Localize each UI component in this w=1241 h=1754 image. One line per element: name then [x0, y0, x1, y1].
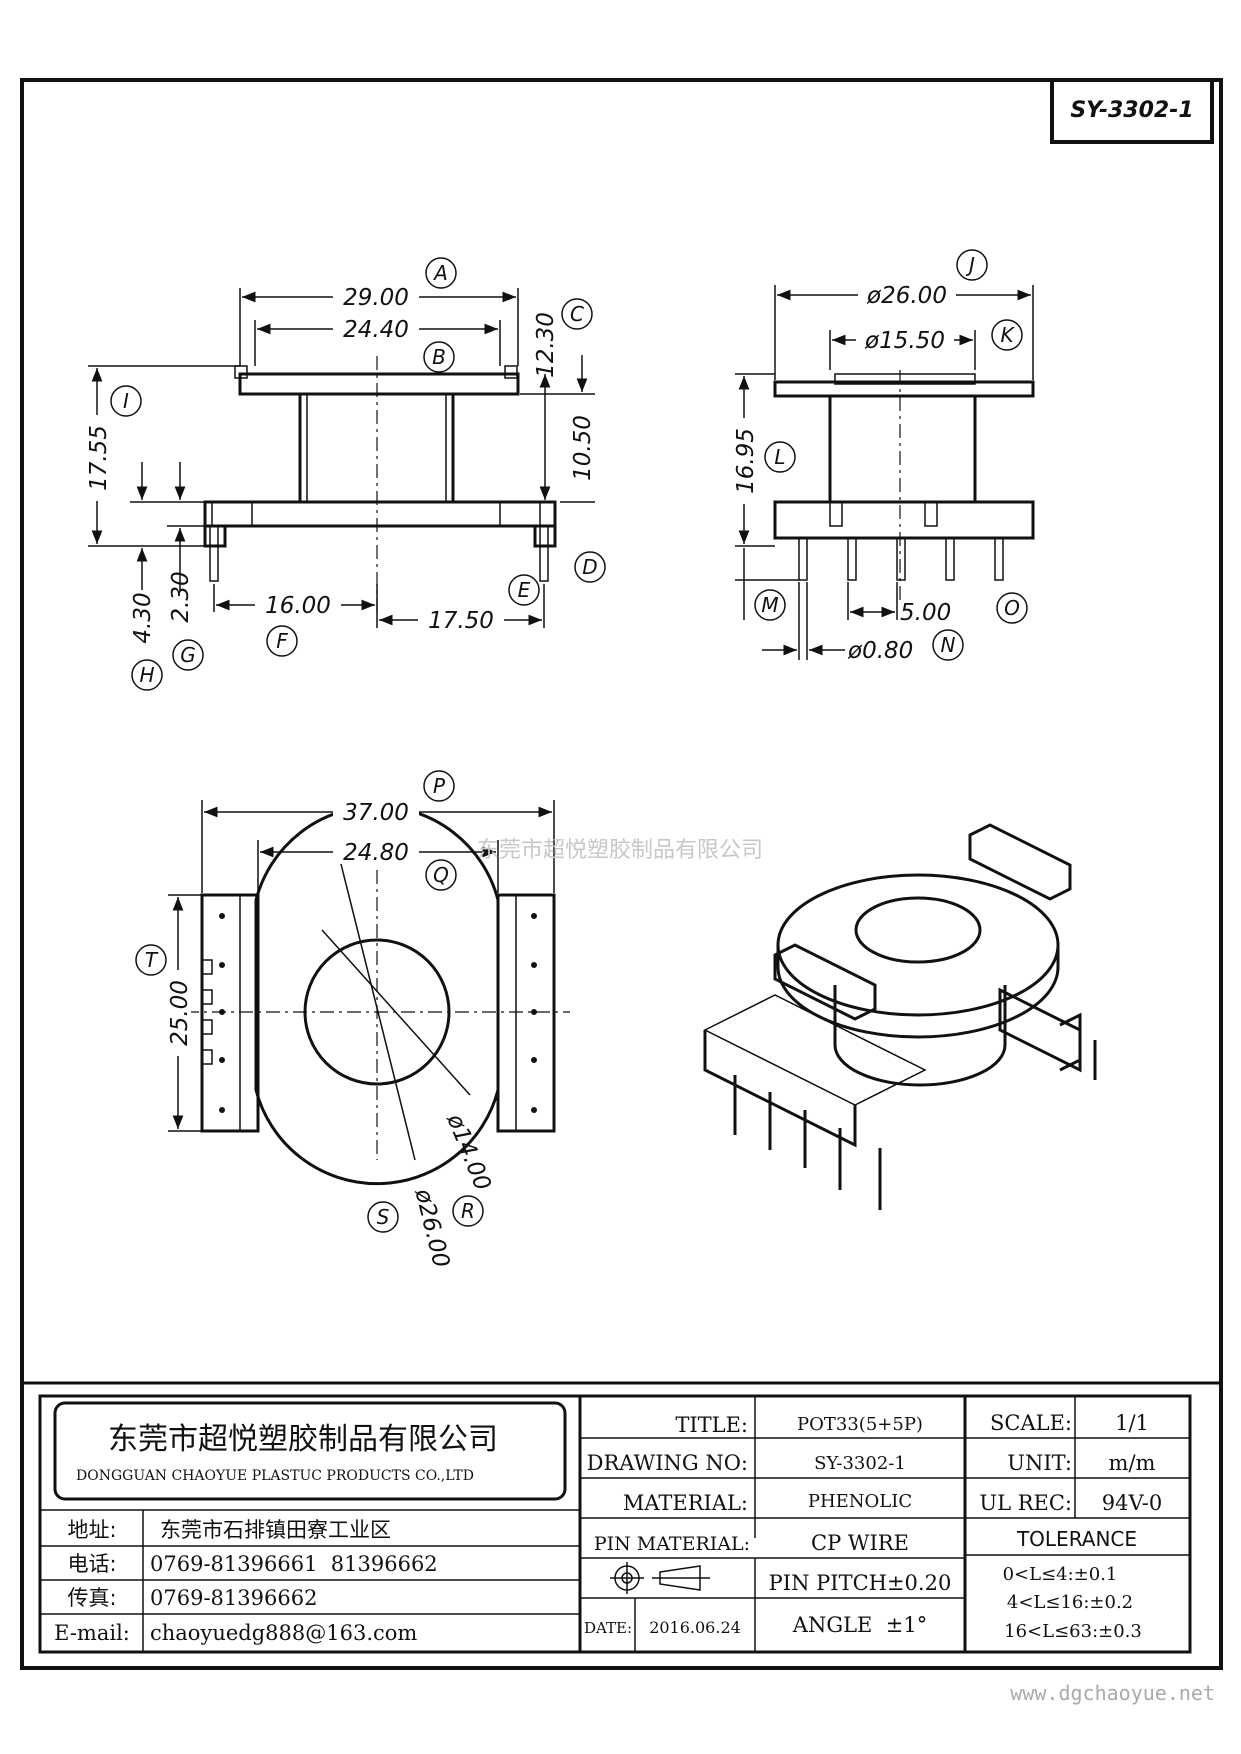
- scale-value: 1/1: [1115, 1411, 1149, 1435]
- side-view: ø26.00 ø15.50 16.95 5.00 ø0.80: [731, 281, 1035, 664]
- date-value: 2016.06.24: [649, 1618, 741, 1637]
- top-view: 37.00 24.80 25.00 ø14.00 ø26.00: [165, 798, 570, 1270]
- email-label: E-mail:: [54, 1621, 130, 1645]
- dim-E: 17.50: [428, 608, 494, 634]
- dim-N: ø0.80: [847, 638, 913, 664]
- tolerance-2: 4<L≤16:±0.2: [1007, 1592, 1133, 1613]
- title-value: POT33(5+5P): [797, 1414, 923, 1435]
- tolerance-1: 0<L≤4:±0.1: [1003, 1564, 1118, 1585]
- callout-labels: A B C D E F G H I J K L M N O P Q R S T: [110, 249, 1028, 1233]
- dim-I: 17.55: [86, 425, 112, 491]
- tolerance-label: TOLERANCE: [1016, 1527, 1137, 1551]
- unit-label: UNIT:: [1007, 1451, 1072, 1475]
- label-C: C: [570, 302, 584, 326]
- drawing-no-label: DRAWING NO:: [587, 1451, 748, 1475]
- pin-material-value: CP WIRE: [811, 1531, 909, 1555]
- email-value: chaoyuedg888@163.com: [150, 1621, 417, 1645]
- dim-D: 10.50: [570, 415, 596, 481]
- watermark: 东莞市超悦塑胶制品有限公司: [477, 838, 763, 863]
- phone-label: 电话:: [67, 1552, 116, 1576]
- label-E: E: [518, 578, 531, 602]
- label-J: J: [965, 253, 975, 277]
- dim-K: ø15.50: [864, 328, 945, 354]
- website-watermark: www.dgchaoyue.net: [1010, 1681, 1215, 1705]
- dim-T: 25.00: [167, 980, 193, 1046]
- pin-pitch: PIN PITCH±0.20: [769, 1571, 952, 1595]
- label-H: H: [139, 663, 154, 687]
- address-label: 地址:: [67, 1518, 116, 1542]
- label-O: O: [1004, 596, 1020, 620]
- label-S: S: [377, 1205, 390, 1229]
- label-L: L: [774, 445, 785, 469]
- title-block: 东莞市超悦塑胶制品有限公司 DONGGUAN CHAOYUE PLASTUC P…: [22, 1381, 1221, 1654]
- dim-Q: 24.80: [343, 840, 409, 866]
- unit-value: m/m: [1109, 1451, 1156, 1475]
- label-T: T: [145, 948, 159, 972]
- date-label: DATE:: [584, 1619, 632, 1637]
- label-R: R: [461, 1199, 475, 1223]
- dim-S: ø26.00: [409, 1185, 454, 1270]
- label-G: G: [180, 643, 196, 667]
- dim-G: 2.30: [168, 571, 194, 622]
- sheet-border: [20, 78, 1223, 1670]
- dim-F: 16.00: [265, 593, 331, 619]
- drawing-code: SY-3302-1: [1070, 98, 1193, 123]
- label-N: N: [941, 633, 956, 657]
- address-value: 东莞市石排镇田寮工业区: [160, 1518, 391, 1542]
- fax-value: 0769-81396662: [150, 1586, 317, 1610]
- label-K: K: [1000, 323, 1015, 347]
- company-name-cn: 东莞市超悦塑胶制品有限公司: [108, 1422, 498, 1457]
- dim-C: 12.30: [533, 312, 559, 378]
- drawing-no-value: SY-3302-1: [814, 1453, 906, 1474]
- projection-symbol: [610, 1562, 710, 1594]
- label-B: B: [432, 345, 446, 369]
- dim-O: 5.00: [900, 600, 951, 626]
- label-F: F: [276, 629, 288, 653]
- dim-A: 29.00: [343, 285, 409, 311]
- label-P: P: [433, 774, 446, 798]
- title-label: TITLE:: [675, 1413, 748, 1437]
- dim-R: ø14.00: [441, 1110, 495, 1195]
- dim-H: 4.30: [130, 592, 156, 643]
- dim-P: 37.00: [343, 800, 409, 826]
- fax-label: 传真:: [67, 1586, 116, 1610]
- label-D: D: [582, 555, 597, 579]
- ul-value: 94V-0: [1102, 1491, 1162, 1515]
- dim-L: 16.95: [733, 428, 759, 494]
- ul-label: UL REC:: [979, 1491, 1072, 1515]
- label-A: A: [432, 261, 448, 285]
- company-name-en: DONGGUAN CHAOYUE PLASTUC PRODUCTS CO.,LT…: [76, 1468, 474, 1484]
- front-view: 29.00 24.40 12.30 10.50 17.55 4.30 2.30: [84, 283, 596, 644]
- label-Q: Q: [433, 863, 449, 887]
- code-box: [1050, 78, 1214, 144]
- phone-value: 0769-81396661 81396662: [150, 1552, 438, 1576]
- tolerance-3: 16<L≤63:±0.3: [1004, 1621, 1142, 1642]
- angle: ANGLE ±1°: [792, 1613, 927, 1637]
- isometric-view: [703, 823, 1097, 1210]
- material-label: MATERIAL:: [623, 1491, 748, 1515]
- label-I: I: [123, 389, 129, 413]
- label-M: M: [761, 593, 778, 617]
- pin-material-label: PIN MATERIAL:: [594, 1533, 750, 1555]
- dim-J: ø26.00: [866, 283, 947, 309]
- dim-B: 24.40: [343, 317, 409, 343]
- material-value: PHENOLIC: [808, 1491, 912, 1512]
- scale-label: SCALE:: [990, 1411, 1072, 1435]
